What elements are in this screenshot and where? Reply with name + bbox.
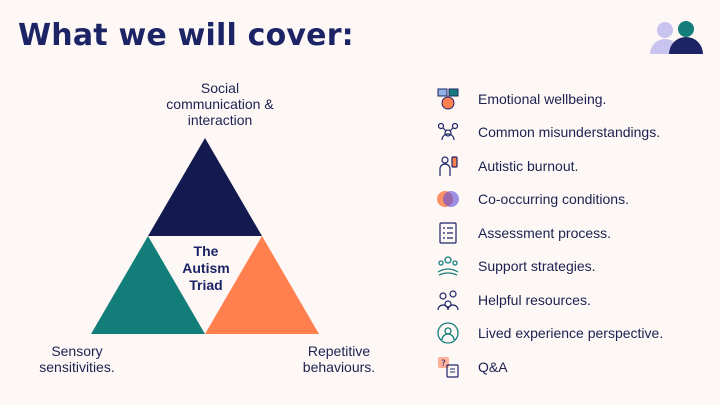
experience-icon (437, 322, 459, 344)
list-item: ? Q&A (436, 350, 716, 384)
overlapping-circles-icon (437, 191, 459, 208)
people-network-icon (437, 123, 459, 141)
checklist-icon (439, 222, 457, 244)
people-logo-icon (650, 21, 703, 54)
triad-shapes (91, 138, 319, 334)
list-item: Assessment process. (436, 216, 716, 250)
list-item: Autistic burnout. (436, 149, 716, 183)
topic-label: Common misunderstandings. (478, 124, 661, 141)
list-item: Emotional wellbeing. (436, 82, 716, 116)
topic-label: Emotional wellbeing. (478, 90, 607, 107)
burnout-icon (439, 156, 458, 176)
resources-icon (437, 290, 459, 310)
page-title: What we will cover: (18, 18, 354, 53)
triad-label-repetitive: Repetitive behaviours. (302, 343, 376, 375)
triad-top-segment (148, 138, 262, 236)
svg-text:?: ? (441, 359, 446, 369)
triad-left-segment (91, 236, 205, 334)
helping-hands-icon (437, 256, 459, 276)
triad-center-label: The Autism Triad (182, 243, 230, 293)
triad-label-sensory: Sensory sensitivities. (39, 343, 115, 375)
topic-label: Helpful resources. (478, 291, 591, 308)
triad-right-segment (205, 236, 319, 334)
question-answer-icon: ? (438, 356, 459, 378)
list-item: Co-occurring conditions. (436, 183, 716, 217)
topic-label: Support strategies. (478, 258, 596, 275)
list-item: Helpful resources. (436, 283, 716, 317)
topic-label: Q&A (478, 358, 508, 375)
topic-label: Autistic burnout. (478, 157, 579, 174)
list-item: Support strategies. (436, 250, 716, 284)
topics-list: Emotional wellbeing. Common misunderstan… (436, 82, 716, 384)
emotions-icon (437, 88, 459, 110)
list-item: Common misunderstandings. (436, 116, 716, 150)
triad-label-social: Social communication & interaction (166, 80, 274, 128)
topic-label: Co-occurring conditions. (478, 191, 629, 208)
autism-triad-diagram: Social communication & interaction Senso… (39, 80, 376, 375)
topic-label: Assessment process. (478, 224, 612, 241)
topic-label: Lived experience perspective. (478, 325, 664, 342)
list-item: Lived experience perspective. (436, 317, 716, 351)
